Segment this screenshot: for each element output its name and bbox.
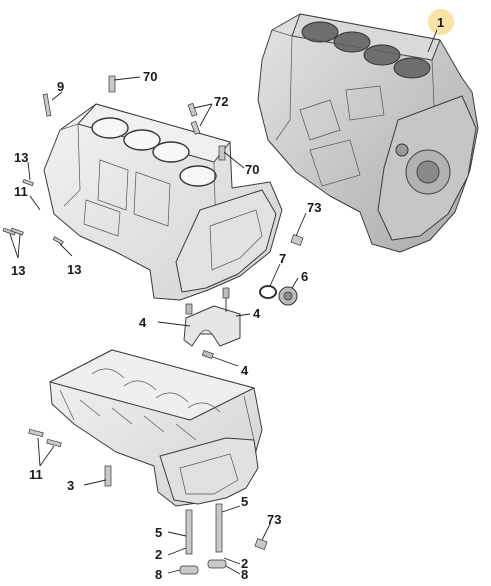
callout-5-left: 5 bbox=[155, 525, 162, 540]
bearing-cap-upper bbox=[183, 305, 241, 347]
seal-ring bbox=[259, 285, 277, 299]
lower-crankcase-ladder bbox=[49, 349, 263, 507]
callout-11-lower: 11 bbox=[29, 467, 43, 482]
callout-13-mid: 13 bbox=[67, 262, 81, 277]
callout-70-mid: 70 bbox=[245, 162, 259, 177]
callout-70-top: 70 bbox=[143, 69, 157, 84]
callout-1-highlight bbox=[428, 9, 454, 35]
callout-73-upper: 73 bbox=[307, 200, 321, 215]
callout-2-left: 2 bbox=[155, 547, 162, 562]
bolt-set bbox=[2, 75, 304, 575]
callout-8-left: 8 bbox=[155, 567, 162, 582]
callout-4-lower: 4 bbox=[241, 363, 249, 378]
callout-2-right: 2 bbox=[241, 556, 248, 571]
callout-13-left: 13 bbox=[11, 263, 25, 278]
callout-4-left: 4 bbox=[139, 315, 147, 330]
callout-11-upper: 11 bbox=[14, 184, 28, 199]
callout-13-upper: 13 bbox=[14, 150, 28, 165]
callout-5-right: 5 bbox=[241, 494, 248, 509]
callout-1: 1 bbox=[437, 15, 444, 30]
callout-4-right: 4 bbox=[253, 306, 261, 321]
callout-7: 7 bbox=[279, 251, 286, 266]
callout-73-lower: 73 bbox=[267, 512, 281, 527]
callout-3: 3 bbox=[67, 478, 74, 493]
callout-8-right: 8 bbox=[241, 567, 248, 582]
callout-72: 72 bbox=[214, 94, 228, 109]
callout-labels: 1 9 70 72 13 70 11 73 13 13 7 6 4 4 4 3 … bbox=[11, 15, 444, 582]
callout-6: 6 bbox=[301, 269, 308, 284]
leader-lines bbox=[9, 76, 307, 575]
callout-9: 9 bbox=[57, 79, 64, 94]
assembled-cylinder-block bbox=[257, 13, 479, 253]
